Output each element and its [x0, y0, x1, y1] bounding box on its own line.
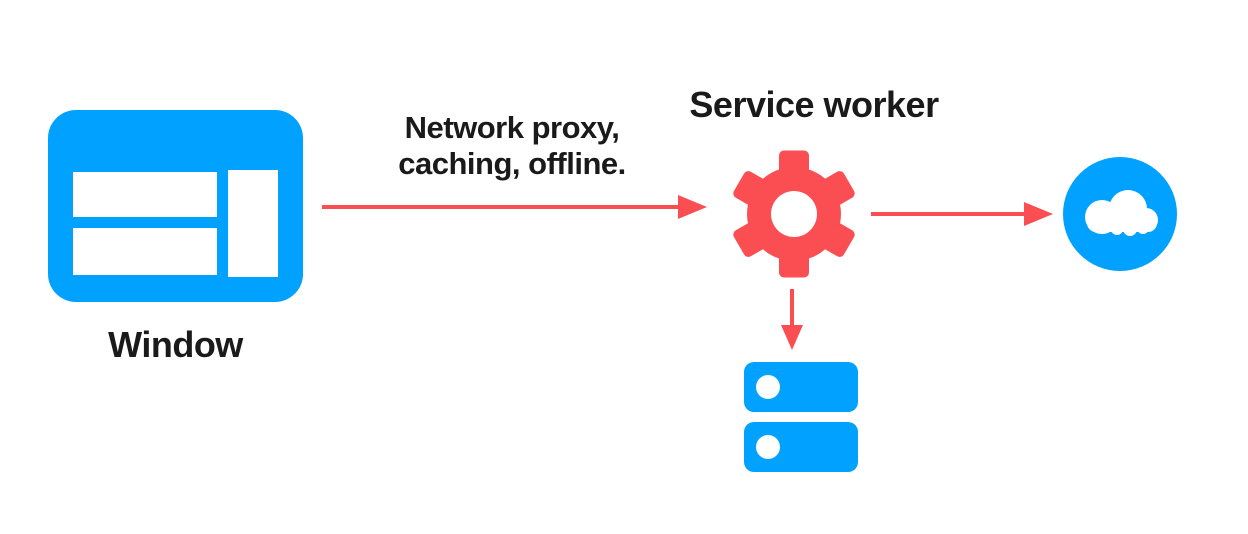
storage-icon-drive-bottom: [744, 422, 858, 472]
arrow-window-to-service-worker: [322, 195, 707, 219]
arrow-service-worker-to-cloud: [871, 202, 1053, 226]
drive-indicator-dot: [756, 435, 780, 459]
edge-annotation-line1: Network proxy,: [404, 110, 620, 145]
window-content-bar-top: [73, 172, 217, 217]
edge-annotation-line2: caching, offline.: [398, 146, 626, 181]
cloud-icon: [1063, 157, 1177, 271]
window-label: Window: [108, 324, 243, 365]
service-worker-label: Service worker: [689, 84, 939, 125]
arrow-service-worker-to-storage: [781, 289, 803, 350]
storage-icon-drive-top: [744, 362, 858, 412]
window-sidebar-bar: [228, 170, 278, 277]
window-content-bar-bottom: [73, 228, 217, 275]
edge-annotation: Network proxy, caching, offline.: [332, 110, 692, 182]
browser-window-icon: [48, 110, 303, 302]
drive-indicator-dot: [756, 375, 780, 399]
gear-icon: [733, 150, 855, 278]
